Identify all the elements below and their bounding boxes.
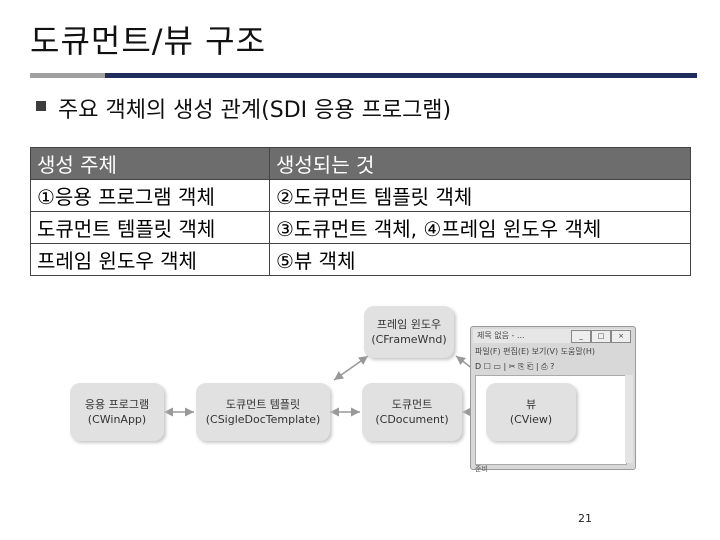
frame-window-box: 프레임 윈도우 (CFrameWnd) (364, 306, 454, 358)
frame-window-label: 프레임 윈도우 (377, 317, 441, 332)
document-box: 도큐먼트 (CDocument) (362, 383, 462, 441)
document-class: (CDocument) (375, 412, 448, 427)
frame-window-class: (CFrameWnd) (371, 332, 446, 347)
maximize-icon: □ (591, 330, 611, 343)
doc-template-class: (CSigleDocTemplate) (206, 412, 321, 427)
arrow-template-frame (334, 356, 368, 380)
app-object-class: (CWinApp) (88, 412, 146, 427)
app-object-label: 응용 프로그램 (85, 397, 149, 412)
window-toolbar: D ☐ ▭ | ✂ ⎘ ⎗ | ⎙ ? (475, 360, 631, 373)
view-label: 뷰 (526, 397, 536, 412)
window-menubar: 파일(F) 편집(E) 보기(V) 도움말(H) (475, 346, 631, 358)
window-statusbar: 준비 (475, 464, 488, 474)
page-number: 21 (578, 512, 592, 525)
minimize-icon: _ (571, 330, 591, 343)
document-label: 도큐먼트 (392, 397, 432, 412)
close-icon: × (611, 330, 631, 343)
doc-template-box: 도큐먼트 템플릿 (CSigleDocTemplate) (196, 383, 330, 441)
doc-template-label: 도큐먼트 템플릿 (226, 397, 300, 412)
view-box: 뷰 (CView) (486, 383, 576, 441)
window-scrollbar (625, 375, 633, 463)
app-object-box: 응용 프로그램 (CWinApp) (70, 383, 164, 441)
view-class: (CView) (510, 412, 552, 427)
